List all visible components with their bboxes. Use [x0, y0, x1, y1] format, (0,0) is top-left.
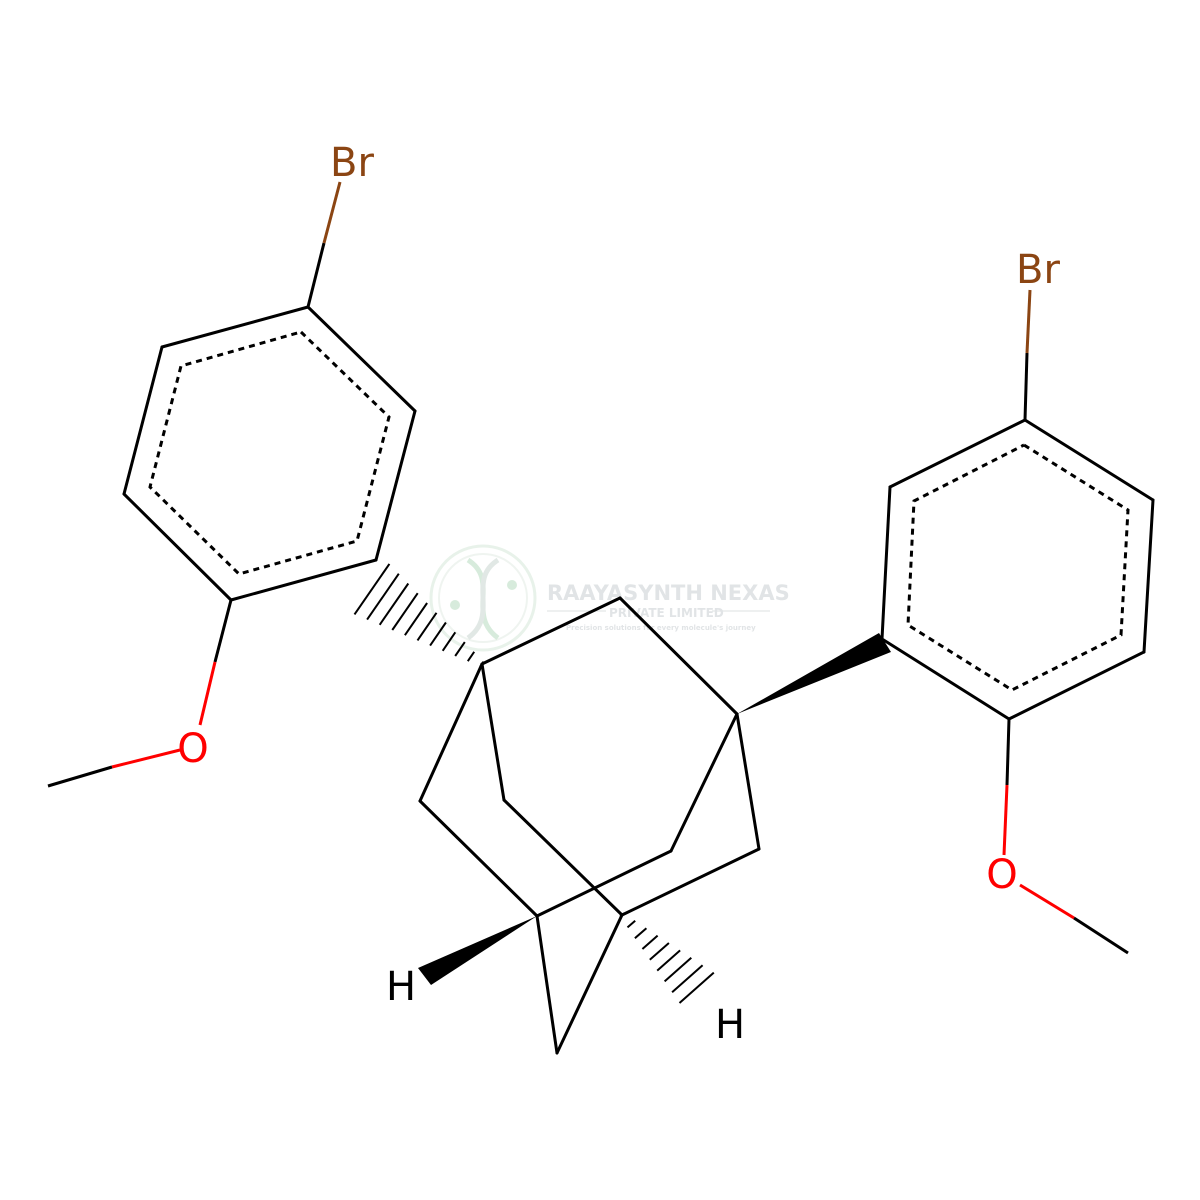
right-aryl-ring [880, 418, 1155, 721]
atom-labels: Br Br O O H H [177, 140, 1060, 1048]
watermark-tagline: Precision solutions for every molecule's… [566, 624, 756, 632]
hydrogen-label-right: H [715, 1002, 745, 1048]
oxygen-label-right: O [986, 852, 1017, 898]
hashed-bond-h-right [619, 912, 715, 1004]
stereo-bonds [353, 563, 891, 1004]
hashed-bond-left-aryl [353, 563, 485, 667]
wedge-bond-right-aryl [737, 633, 891, 714]
adamantane-cage [418, 596, 761, 1055]
watermark-name: RAAYASYNTH NEXAS [547, 581, 790, 605]
watermark: RAAYASYNTH NEXAS PRIVATE LIMITED Precisi… [429, 544, 790, 652]
hydrogen-label-left: H [386, 964, 416, 1010]
bromine-label-left: Br [330, 140, 374, 186]
bromine-label-right: Br [1016, 247, 1060, 293]
watermark-subtitle: PRIVATE LIMITED [609, 606, 724, 620]
left-aryl-ring [122, 305, 417, 602]
dna-helix-icon [429, 544, 537, 652]
substituent-bonds [47, 181, 1129, 955]
oxygen-label-left: O [177, 726, 208, 772]
wedge-bond-h-left [418, 916, 537, 985]
